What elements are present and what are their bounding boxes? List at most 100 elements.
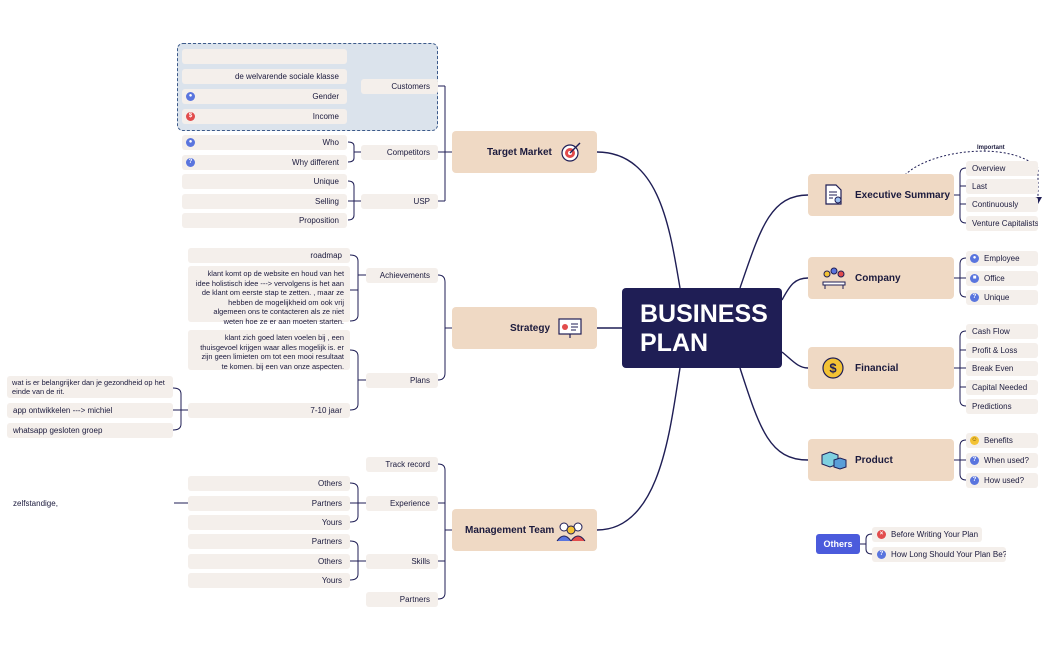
topic-label: Financial (855, 362, 899, 374)
competitor-item-who[interactable]: ● Who (182, 135, 347, 150)
user-icon: ● (970, 254, 979, 263)
plans-years[interactable]: 7-10 jaar (188, 403, 350, 418)
presentation-icon (558, 318, 582, 338)
usp-item-unique[interactable]: Unique (182, 174, 347, 189)
target-icon (561, 142, 581, 162)
central-topic-line2: PLAN (640, 329, 709, 357)
experience-yours[interactable]: Yours (188, 515, 350, 530)
building-icon: ■ (970, 274, 979, 283)
question-icon: ? (970, 476, 979, 485)
achievement-note[interactable]: klant komt op de website en houd van het… (188, 266, 350, 326)
customer-item-gender[interactable]: ● Gender (182, 89, 347, 104)
close-icon: × (877, 530, 886, 539)
year-item-app[interactable]: app ontwikkelen ---> michiel (7, 403, 173, 418)
subtopic-plans[interactable]: Plans (366, 373, 438, 388)
financial-item-capital-needed[interactable]: Capital Needed (966, 380, 1038, 395)
experience-partners[interactable]: Partners (188, 496, 350, 511)
question-icon: ? (877, 550, 886, 559)
dollar-icon: $ (186, 112, 195, 121)
exec-item-continuously[interactable]: Continuously (966, 197, 1038, 212)
topic-label: Management Team (465, 524, 555, 536)
customer-item-social-class[interactable]: de welvarende sociale klasse (182, 69, 347, 84)
user-icon: ● (186, 138, 195, 147)
question-icon: ? (970, 456, 979, 465)
customer-item-income[interactable]: $ Income (182, 109, 347, 124)
plans-note[interactable]: klant zich goed laten voelen bij , een t… (188, 330, 350, 371)
subtopic-track-record[interactable]: Track record (366, 457, 438, 472)
label: How Long Should Your Plan Be? (891, 550, 1006, 559)
skills-yours[interactable]: Yours (188, 573, 350, 588)
topic-management-team[interactable]: Management Team (452, 509, 597, 551)
topic-label: Strategy (510, 322, 551, 334)
smiley-icon: ☺ (970, 436, 979, 445)
subtopic-experience[interactable]: Experience (366, 496, 438, 511)
question-icon: ? (186, 158, 195, 167)
topic-company[interactable]: Company (808, 257, 954, 299)
skills-others[interactable]: Others (188, 554, 350, 569)
label: Why different (292, 158, 339, 167)
relationship-label[interactable]: Important (977, 145, 1005, 151)
label: Gender (312, 92, 339, 101)
usp-item-selling[interactable]: Selling (182, 194, 347, 209)
label: Unique (984, 293, 1010, 302)
topic-product[interactable]: Product (808, 439, 954, 481)
svg-text:$: $ (829, 361, 837, 376)
label: How used? (984, 476, 1025, 485)
floating-topic-others[interactable]: Others (816, 534, 860, 554)
central-topic[interactable]: BUSINESS PLAN (622, 288, 782, 368)
central-topic-line1: BUSINESS (640, 300, 768, 328)
boxes-icon (821, 451, 847, 470)
document-search-icon (825, 184, 842, 205)
year-item-health[interactable]: wat is er belangrijker dan je gezondheid… (7, 376, 173, 398)
topic-financial[interactable]: Financial $ (808, 347, 954, 389)
label: Before Writing Your Plan (891, 530, 979, 539)
label: When used? (984, 456, 1029, 465)
label: Who (322, 138, 339, 147)
usp-item-proposition[interactable]: Proposition (182, 213, 347, 228)
meeting-icon (822, 267, 846, 289)
label: Benefits (984, 436, 1013, 445)
topic-executive-summary[interactable]: Executive Summary (808, 174, 954, 216)
user-icon: ● (186, 92, 195, 101)
exec-item-last[interactable]: Last (966, 179, 1038, 194)
topic-target-market[interactable]: Target Market (452, 131, 597, 173)
team-icon (556, 522, 586, 542)
subtopic-skills[interactable]: Skills (366, 554, 438, 569)
subtopic-usp[interactable]: USP (361, 194, 438, 209)
financial-item-profit-loss[interactable]: Profit & Loss (966, 343, 1038, 358)
financial-item-predictions[interactable]: Predictions (966, 399, 1038, 414)
question-icon: ? (970, 293, 979, 302)
competitor-item-why-different[interactable]: ? Why different (182, 155, 347, 170)
others-item-before-writing[interactable]: × Before Writing Your Plan (872, 527, 982, 542)
partner-note[interactable]: zelfstandige, (7, 496, 174, 511)
product-item-when-used[interactable]: ? When used? (966, 453, 1038, 468)
product-item-benefits[interactable]: ☺ Benefits (966, 433, 1038, 448)
experience-others[interactable]: Others (188, 476, 350, 491)
achievement-roadmap[interactable]: roadmap (188, 248, 350, 263)
skills-partners[interactable]: Partners (188, 534, 350, 549)
financial-item-break-even[interactable]: Break Even (966, 361, 1038, 376)
label: Income (312, 112, 339, 121)
year-item-whatsapp[interactable]: whatsapp gesloten groep (7, 423, 173, 438)
topic-label: Target Market (487, 146, 552, 158)
others-item-how-long[interactable]: ? How Long Should Your Plan Be? (872, 547, 1006, 562)
company-item-office[interactable]: ■ Office (966, 271, 1038, 286)
company-item-employee[interactable]: ● Employee (966, 251, 1038, 266)
financial-item-cash-flow[interactable]: Cash Flow (966, 324, 1038, 339)
subtopic-customers[interactable]: Customers (361, 79, 438, 94)
subtopic-competitors[interactable]: Competitors (361, 145, 438, 160)
customer-item-empty[interactable] (182, 49, 347, 64)
topic-strategy[interactable]: Strategy (452, 307, 597, 349)
topic-label: Company (855, 272, 901, 284)
dollar-coin-icon: $ (822, 357, 844, 379)
subtopic-partners[interactable]: Partners (366, 592, 438, 607)
subtopic-achievements[interactable]: Achievements (366, 268, 438, 283)
label: Office (984, 274, 1005, 283)
topic-label: Executive Summary (855, 189, 951, 201)
company-item-unique[interactable]: ? Unique (966, 290, 1038, 305)
exec-item-venture-capitalists[interactable]: Venture Capitalists (966, 216, 1038, 231)
product-item-how-used[interactable]: ? How used? (966, 473, 1038, 488)
topic-label: Product (855, 454, 893, 466)
exec-item-overview[interactable]: Overview (966, 161, 1038, 176)
